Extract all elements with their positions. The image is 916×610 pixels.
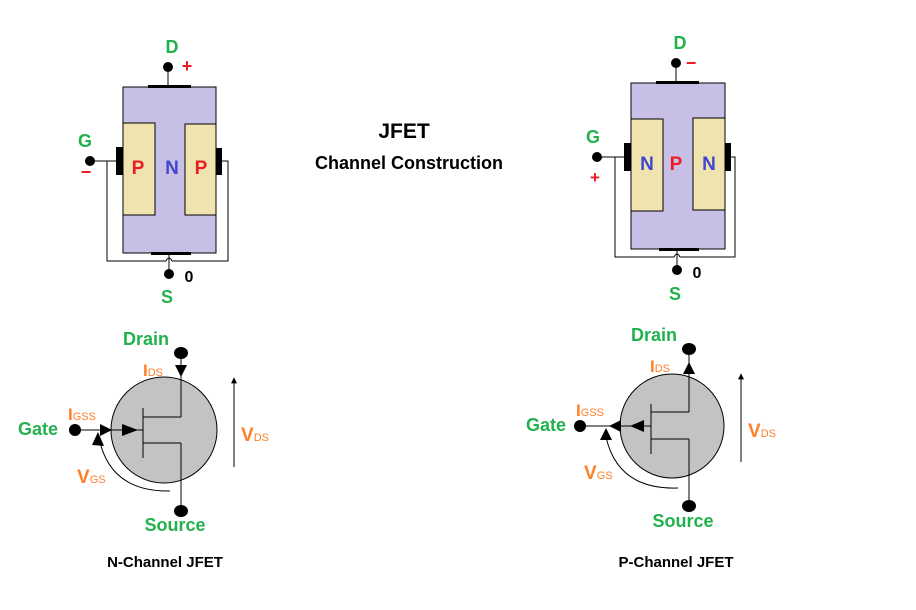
vgs-label: VGS (584, 463, 613, 484)
left-region-label: N (640, 154, 654, 175)
left-gate-contact (624, 143, 631, 171)
igss-arrow-icon (100, 424, 112, 436)
source-label: Source (144, 515, 205, 535)
drain-terminal (671, 58, 681, 68)
source-label: S (669, 284, 681, 304)
right-region-label: P (195, 158, 208, 179)
channel-label: N (165, 158, 179, 179)
channel-label: P (670, 154, 683, 175)
gate-arrow-icon (630, 420, 644, 432)
drain-terminal (163, 62, 173, 72)
igss-label: IGSS (576, 401, 604, 420)
drain-label: Drain (123, 329, 169, 349)
vgs-label: VGS (77, 467, 106, 488)
title-block: JFET Channel Construction (315, 120, 503, 173)
ids-label: IDS (143, 361, 163, 380)
gate-label: G (78, 131, 92, 151)
drain-contact (148, 85, 191, 88)
p-channel-construction: D − G + S 0 N P N (586, 33, 736, 304)
drain-polarity: + (182, 56, 193, 76)
source-terminal (164, 269, 174, 279)
igss-label: IGSS (68, 405, 96, 424)
drain-label: Drain (631, 325, 677, 345)
right-gate-contact (216, 148, 222, 175)
n-channel-construction: D + G − S 0 P N P (78, 37, 229, 307)
title-main: JFET (378, 120, 430, 143)
drain-label: D (166, 37, 179, 57)
source-contact (659, 248, 699, 251)
source-terminal (682, 500, 696, 512)
left-p-region (122, 122, 156, 216)
drain-polarity: − (686, 53, 697, 73)
vgs-arrow-icon (600, 428, 612, 440)
source-contact (151, 252, 191, 255)
n-channel-symbol: Drain Gate Source IDS IGSS VGS VDS N-Cha… (18, 329, 269, 571)
vgs-arrow-icon (92, 432, 104, 446)
title-sub: Channel Construction (315, 153, 503, 173)
source-terminal (672, 265, 682, 275)
p-channel-symbol: Drain Gate Source IDS IGSS VGS VDS P-Cha… (526, 325, 776, 571)
right-gate-contact (725, 143, 731, 171)
igss-arrow-icon (609, 420, 621, 432)
drain-label: D (674, 33, 687, 53)
vgs-arc (605, 436, 679, 489)
vgs-arc (98, 437, 171, 492)
gate-arrow-icon (122, 424, 138, 436)
vds-label: VDS (241, 425, 269, 446)
right-region-label: N (702, 154, 716, 175)
gate-label: Gate (526, 415, 566, 435)
caption: P-Channel JFET (618, 554, 733, 571)
left-gate-contact (116, 147, 123, 175)
source-label: S (161, 287, 173, 307)
ids-arrow-icon (683, 362, 695, 374)
gate-label: G (586, 127, 600, 147)
left-n-region (630, 118, 664, 212)
source-terminal (174, 505, 188, 517)
drain-contact (656, 81, 699, 84)
right-n-region (692, 117, 726, 211)
source-potential: 0 (693, 265, 702, 282)
right-p-region (184, 123, 217, 216)
caption: N-Channel JFET (107, 554, 223, 571)
left-region-label: P (132, 158, 145, 179)
gate-label: Gate (18, 419, 58, 439)
ids-arrow-icon (175, 365, 187, 377)
gate-polarity: + (590, 168, 600, 187)
gate-polarity: − (81, 162, 92, 182)
source-label: Source (652, 511, 713, 531)
vds-label: VDS (748, 421, 776, 442)
source-potential: 0 (185, 269, 194, 286)
ids-label: IDS (650, 357, 670, 376)
